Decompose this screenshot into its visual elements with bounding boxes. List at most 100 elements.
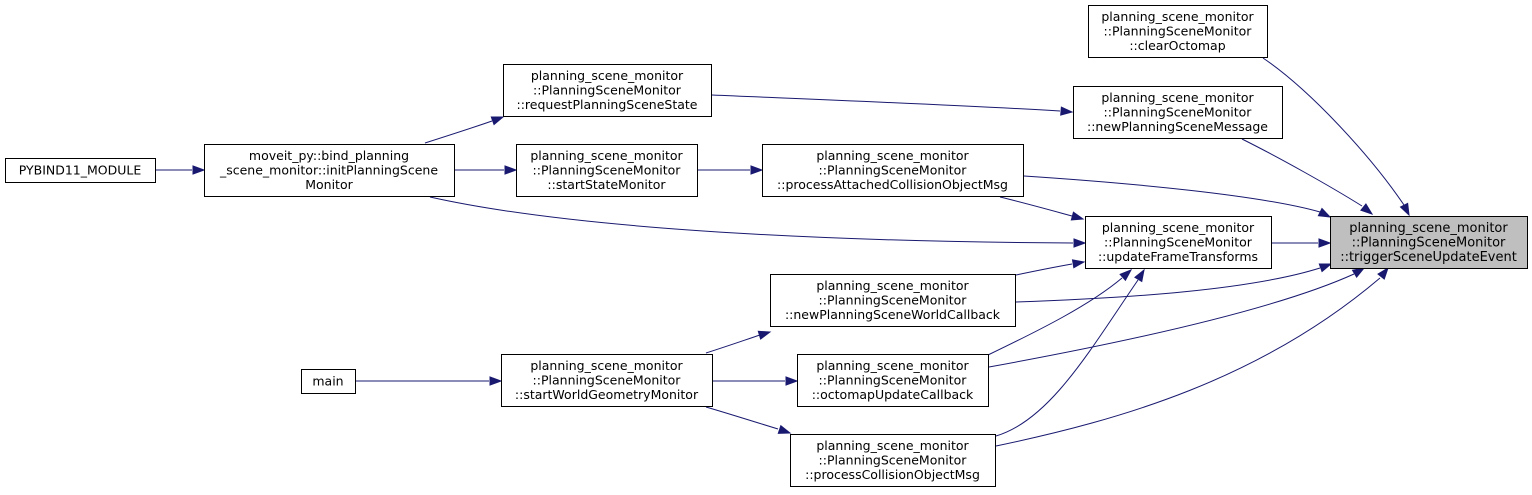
edge-octomap-cb-to-update-frame-line (987, 277, 1123, 356)
edge-init-psm-to-request-ps-state (424, 116, 505, 144)
node-label-line: planning_scene_monitor (1102, 220, 1255, 235)
node-label-line: planning_scene_monitor (530, 358, 683, 373)
node-label-line: planning_scene_monitor (816, 148, 969, 163)
node-label-line: ::requestPlanningSceneState (517, 97, 698, 112)
node-label-line: ::PlanningSceneMonitor (1104, 105, 1253, 120)
edge-pybind-to-init-psm (156, 165, 206, 175)
node-label-line: ::PlanningSceneMonitor (1104, 24, 1253, 39)
node-request-ps-state[interactable]: planning_scene_monitor::PlanningSceneMon… (503, 64, 712, 117)
edge-init-psm-to-request-ps-state-arrowhead (490, 116, 505, 126)
edge-process-collision-to-trigger (995, 266, 1389, 447)
edge-init-psm-to-request-ps-state-line (424, 120, 493, 144)
node-label-line: ::PlanningSceneMonitor (1352, 236, 1506, 251)
edge-process-collision-to-trigger-line (995, 277, 1381, 447)
edge-new-ps-message-to-trigger-arrowhead (1360, 203, 1374, 215)
edge-start-world-to-process-collision (705, 406, 792, 434)
edge-new-ps-message-to-trigger-line (1241, 138, 1363, 207)
node-box (1330, 216, 1528, 269)
edge-new-world-cb-to-trigger-line (1015, 267, 1321, 303)
node-box (301, 369, 356, 394)
edge-clear-octomap-to-trigger-line (1262, 57, 1405, 206)
node-pybind[interactable]: PYBIND11_MODULE (5, 158, 156, 183)
node-start-state[interactable]: planning_scene_monitor::PlanningSceneMon… (516, 144, 698, 197)
edge-octomap-cb-to-update-frame-arrowhead (1119, 269, 1133, 282)
node-label-line: ::PlanningSceneMonitor (1104, 235, 1253, 250)
edge-start-world-to-octomap-cb (713, 376, 799, 386)
node-label-line: PYBIND11_MODULE (19, 163, 142, 178)
edge-process-collision-to-trigger-arrowhead (1377, 266, 1389, 280)
edge-main-to-start-world-arrowhead (489, 376, 503, 386)
node-label-line: ::triggerSceneUpdateEvent (1340, 250, 1517, 265)
nodes: planning_scene_monitor::PlanningSceneMon… (5, 5, 1528, 487)
node-init-psm[interactable]: moveit_py::bind_planning_scene_monitor::… (204, 144, 455, 197)
node-box (503, 64, 712, 117)
edge-start-world-to-new-world-cb (705, 330, 772, 354)
node-label-line: planning_scene_monitor (816, 278, 969, 293)
edge-octomap-cb-to-trigger-arrowhead (1351, 267, 1366, 278)
edge-update-frame-to-trigger-arrowhead (1318, 238, 1332, 248)
node-box (770, 274, 1016, 327)
edge-init-psm-to-update-frame-line (429, 196, 1074, 244)
node-label-line: ::PlanningSceneMonitor (533, 373, 682, 388)
node-label-line: ::newPlanningSceneWorldCallback (785, 307, 1001, 322)
node-process-attached[interactable]: planning_scene_monitor::PlanningSceneMon… (762, 144, 1024, 197)
node-clear-octomap[interactable]: planning_scene_monitor::PlanningSceneMon… (1088, 5, 1268, 58)
edge-process-attached-to-trigger-line (1023, 175, 1321, 213)
node-label-line: moveit_py::bind_planning (249, 148, 409, 163)
node-label-line: planning_scene_monitor (530, 148, 683, 163)
edge-init-psm-to-update-frame (429, 196, 1087, 248)
edge-request-ps-state-to-new-ps-message-line (711, 94, 1061, 112)
edge-new-world-cb-to-trigger (1015, 263, 1333, 303)
edge-new-world-cb-to-trigger-arrowhead (1318, 263, 1333, 273)
edge-octomap-cb-to-trigger (988, 267, 1366, 368)
node-process-collision[interactable]: planning_scene_monitor::PlanningSceneMon… (790, 434, 996, 487)
node-new-world-cb[interactable]: planning_scene_monitor::PlanningSceneMon… (770, 274, 1016, 327)
node-label-line: ::clearOctomap (1129, 38, 1225, 53)
node-new-ps-message[interactable]: planning_scene_monitor::PlanningSceneMon… (1073, 86, 1283, 139)
node-box (204, 144, 455, 197)
node-label-line: ::updateFrameTransforms (1098, 249, 1258, 264)
edge-process-collision-to-update-frame (995, 268, 1145, 437)
node-label-line: ::startWorldGeometryMonitor (515, 387, 699, 402)
node-label-line: ::PlanningSceneMonitor (533, 163, 682, 178)
node-box (501, 354, 713, 407)
node-update-frame[interactable]: planning_scene_monitor::PlanningSceneMon… (1085, 216, 1272, 269)
node-label-line: planning_scene_monitor (816, 438, 969, 453)
edge-process-collision-to-update-frame-arrowhead (1134, 268, 1145, 283)
node-label-line: ::octomapUpdateCallback (812, 387, 974, 402)
edge-start-state-to-process-attached (698, 165, 764, 175)
edge-start-world-to-new-world-cb-line (705, 334, 761, 354)
edge-new-ps-message-to-trigger (1241, 138, 1374, 215)
node-box (762, 144, 1024, 197)
node-box (797, 354, 989, 407)
node-main[interactable]: main (301, 369, 356, 394)
edge-start-world-to-process-collision-arrowhead (777, 424, 792, 434)
edge-pybind-to-init-psm-arrowhead (192, 165, 206, 175)
node-label-line: Monitor (305, 177, 353, 192)
node-label-line: planning_scene_monitor (1349, 221, 1508, 236)
node-start-world[interactable]: planning_scene_monitor::PlanningSceneMon… (501, 354, 713, 407)
node-label-line: ::PlanningSceneMonitor (819, 293, 968, 308)
edge-process-attached-to-update-frame-arrowhead (1070, 211, 1085, 221)
node-label-line: ::PlanningSceneMonitor (819, 373, 968, 388)
edge-start-world-to-new-world-cb-arrowhead (757, 330, 772, 340)
node-label-line: planning_scene_monitor (816, 358, 969, 373)
node-trigger[interactable]: planning_scene_monitor::PlanningSceneMon… (1330, 216, 1528, 269)
node-label-line: main (312, 374, 343, 389)
node-label-line: ::processCollisionObjectMsg (805, 467, 980, 482)
edge-update-frame-to-trigger (1272, 238, 1332, 248)
edge-request-ps-state-to-new-ps-message-arrowhead (1060, 106, 1074, 116)
node-label-line: ::PlanningSceneMonitor (533, 83, 682, 98)
edges (156, 57, 1410, 447)
edge-start-world-to-octomap-cb-arrowhead (785, 376, 799, 386)
edge-process-attached-to-update-frame (999, 196, 1085, 221)
edge-new-world-cb-to-update-frame-line (1015, 263, 1073, 276)
node-label-line: ::PlanningSceneMonitor (819, 453, 968, 468)
node-box (1085, 216, 1272, 269)
node-box (5, 158, 156, 183)
node-octomap-cb[interactable]: planning_scene_monitor::PlanningSceneMon… (797, 354, 989, 407)
node-label-line: _scene_monitor::initPlanningScene (219, 163, 438, 178)
edge-main-to-start-world (356, 376, 503, 386)
edge-clear-octomap-to-trigger (1262, 57, 1410, 217)
